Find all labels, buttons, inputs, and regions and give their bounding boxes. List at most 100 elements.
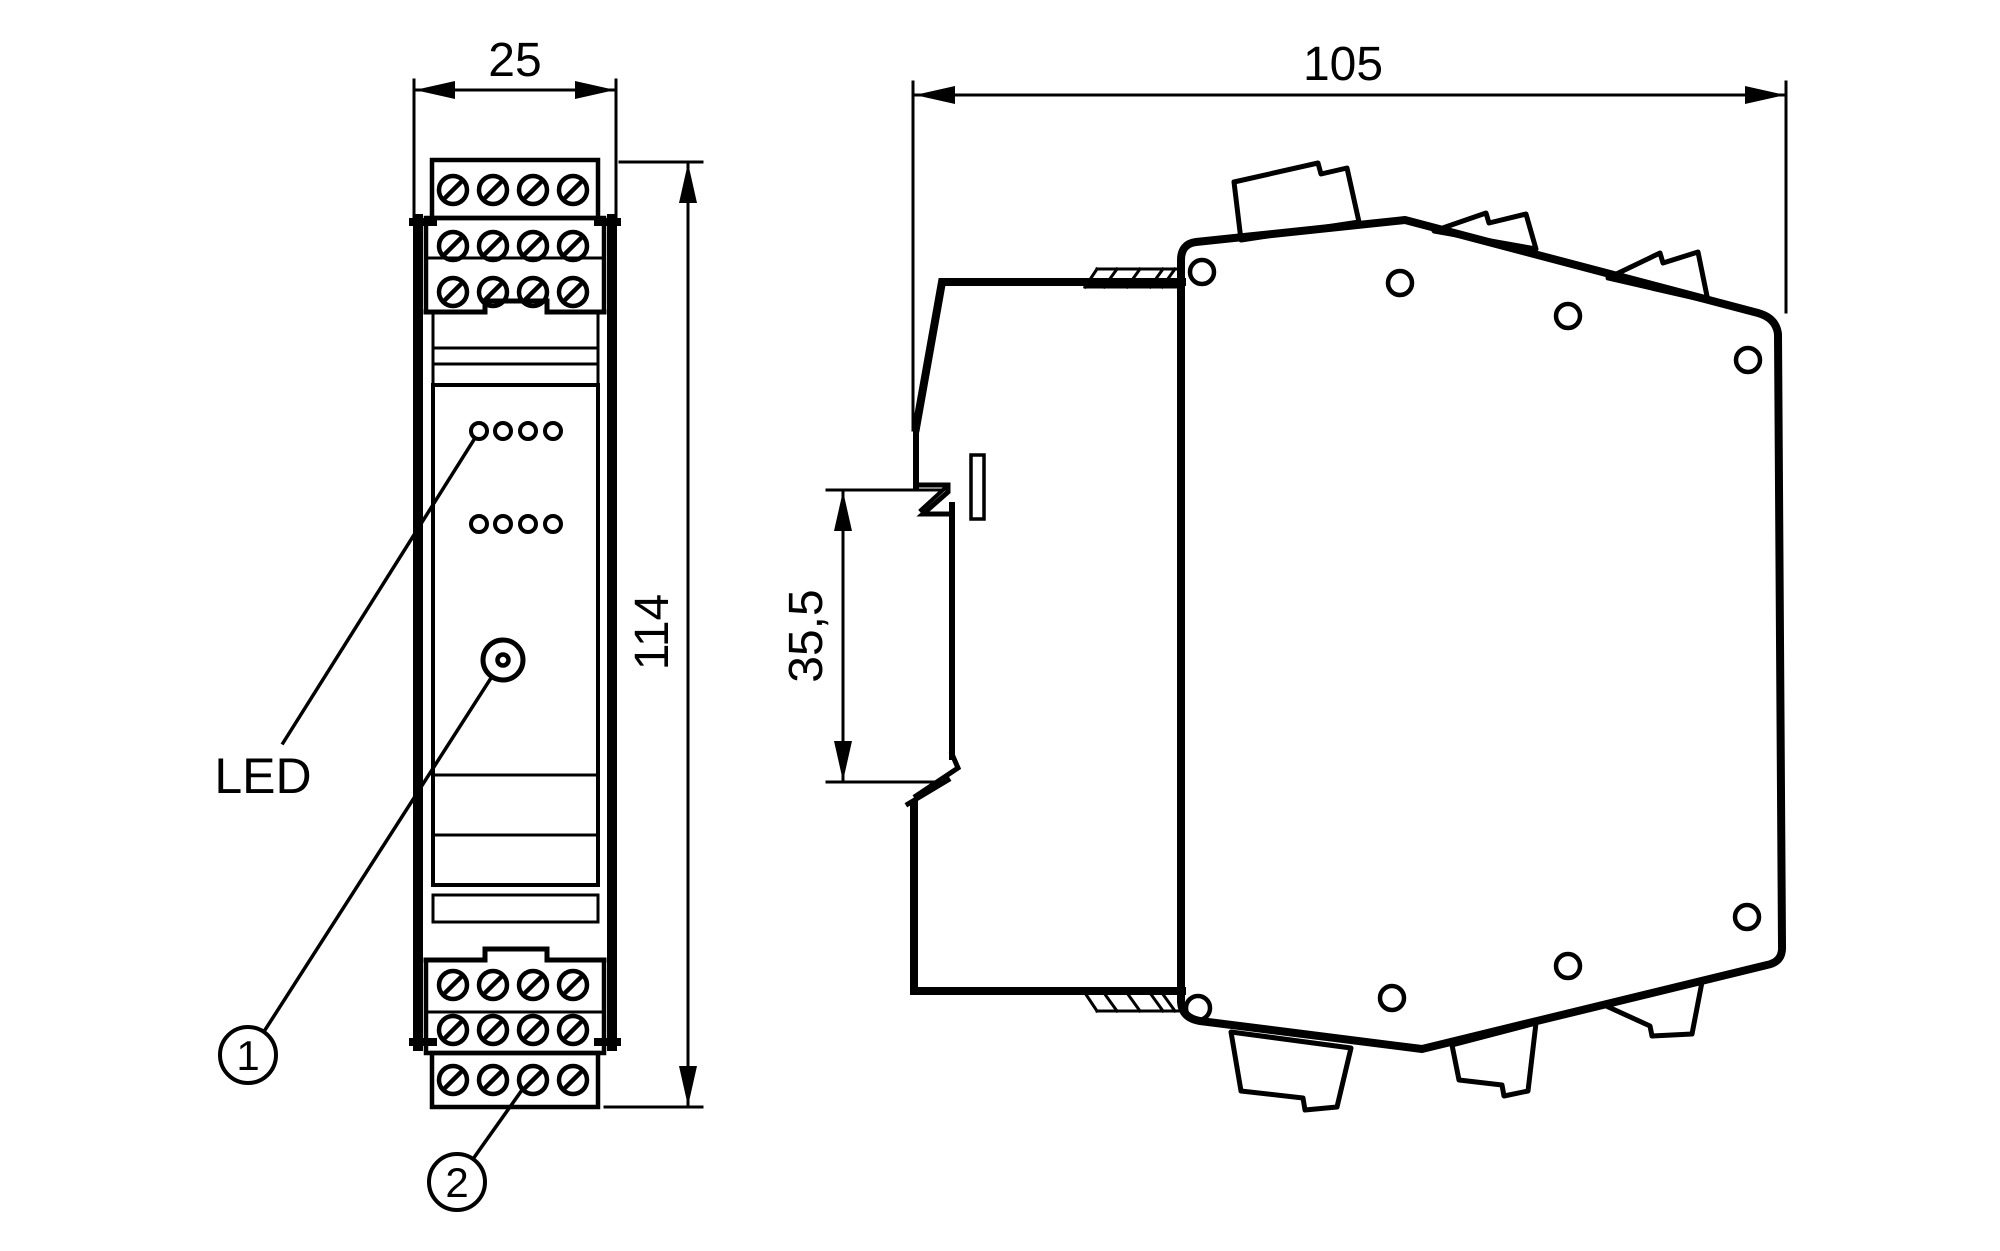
lower-band	[431, 893, 600, 924]
dimension-value-rail: 35,5	[780, 589, 833, 682]
screw-icon	[436, 1063, 470, 1097]
housing-body-outline	[1177, 216, 1787, 1053]
led-indicator	[493, 421, 513, 441]
leader-line-1	[262, 675, 494, 1033]
screw-icon	[516, 275, 550, 309]
narrow-section-top-edge	[911, 278, 1186, 433]
dimension-front-height: 114	[603, 160, 704, 1109]
screw-icon	[436, 229, 470, 263]
led-callout: LED	[214, 435, 478, 804]
front-view	[409, 157, 621, 1110]
arrowhead-down-icon	[834, 741, 852, 781]
housing-slot	[969, 453, 986, 521]
screw-icon	[516, 1063, 550, 1097]
side-view	[904, 160, 1787, 1113]
rail-claw-top-detail	[918, 486, 947, 513]
led-indicator	[543, 514, 563, 534]
screw-icon	[476, 173, 510, 207]
screw-terminals-bottom	[436, 968, 590, 1097]
led-indicator	[518, 421, 538, 441]
dimension-value-height: 114	[626, 594, 679, 671]
led-indicator	[543, 421, 563, 441]
led-indicator	[469, 514, 489, 534]
callout-1-circle	[218, 1025, 278, 1085]
callout-2-circle	[427, 1152, 487, 1212]
screw-icon	[436, 173, 470, 207]
screw-hole	[1733, 345, 1763, 375]
arrowhead-up-icon	[679, 163, 697, 203]
terminal-wedge-top-2	[1431, 210, 1539, 252]
callout-1: 1	[218, 675, 494, 1085]
screw-icon	[476, 1013, 510, 1047]
recessed-button	[480, 637, 526, 683]
screw-icon	[516, 968, 550, 1002]
screw-hole	[1183, 993, 1213, 1023]
terminal-wedge-bottom-3	[1601, 979, 1705, 1039]
led-row-1	[469, 421, 563, 441]
screw-icon	[556, 1013, 590, 1047]
terminal-box-top-rows23	[423, 215, 607, 315]
rail-claw-bottom	[912, 750, 962, 800]
terminal-wedge-bottom-2	[1449, 1020, 1539, 1099]
screw-hole	[1385, 268, 1415, 298]
rail-claw-top	[913, 482, 955, 517]
led-row-2	[469, 514, 563, 534]
front-panel	[431, 383, 600, 887]
screw-icon	[436, 1013, 470, 1047]
din-rail-strip-bottom	[1082, 990, 1180, 1014]
led-indicator	[493, 514, 513, 534]
screw-hole	[1377, 983, 1407, 1013]
callout-1-number: 1	[236, 1032, 259, 1079]
arrowhead-up-icon	[834, 491, 852, 531]
screw-icon	[436, 968, 470, 1002]
narrow-section-bottom-edge	[910, 800, 1186, 995]
screw-hole	[1732, 902, 1762, 932]
dimension-side-depth: 105	[911, 38, 1788, 432]
screw-icon	[476, 275, 510, 309]
housing-screw-holes	[1183, 257, 1763, 1023]
terminal-box-bottom-row3	[429, 1050, 601, 1110]
arrowhead-down-icon	[679, 1066, 697, 1106]
terminal-wedge-bottom-1	[1228, 1029, 1354, 1113]
terminal-box-top-notch	[423, 298, 607, 315]
rail-mount-section	[904, 278, 1186, 995]
terminal-wedge-top-1	[1231, 160, 1362, 243]
screw-icon	[476, 1063, 510, 1097]
screw-icon	[556, 275, 590, 309]
screw-icon	[436, 275, 470, 309]
arrowhead-left-icon	[415, 81, 455, 99]
front-mid-section	[431, 310, 600, 387]
led-label: LED	[214, 748, 311, 804]
hatch-lines	[1101, 266, 1178, 290]
screw-icon	[516, 1013, 550, 1047]
screw-hole	[1553, 951, 1583, 981]
screw-icon	[556, 968, 590, 1002]
leader-line-led	[280, 435, 478, 746]
led-indicator	[469, 421, 489, 441]
terminal-wedge-top-3	[1605, 249, 1711, 304]
arrowhead-left-icon	[915, 86, 955, 104]
dimension-rail-recess: 35,5	[780, 488, 942, 784]
din-rail-strip-top	[1082, 266, 1184, 290]
dimension-front-width: 25	[412, 34, 618, 224]
leader-line-2	[470, 1087, 525, 1162]
screw-icon	[476, 968, 510, 1002]
screw-icon	[556, 229, 590, 263]
screw-icon	[476, 229, 510, 263]
led-indicator	[518, 514, 538, 534]
arrowhead-right-icon	[1745, 86, 1785, 104]
dimension-value-width: 25	[488, 34, 541, 87]
dimension-value-depth: 105	[1303, 38, 1383, 91]
screw-terminals-top	[436, 173, 590, 309]
screw-hole	[1187, 257, 1217, 287]
screw-icon	[516, 229, 550, 263]
terminal-box-bottom-notch	[423, 946, 607, 963]
callout-2-number: 2	[445, 1159, 468, 1206]
screw-icon	[556, 1063, 590, 1097]
hatch-lines	[1101, 990, 1178, 1014]
callout-2: 2	[427, 1087, 525, 1212]
screw-icon	[516, 173, 550, 207]
screw-hole	[1553, 301, 1583, 331]
